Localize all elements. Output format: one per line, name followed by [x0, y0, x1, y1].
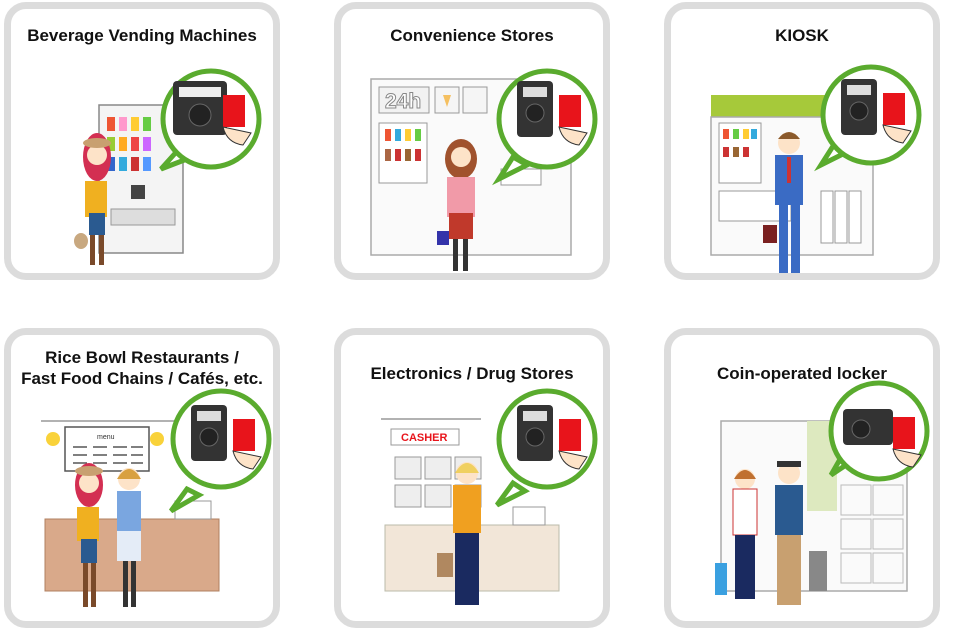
ic-card-icon — [233, 419, 255, 451]
card-electronics-drug-stores: Electronics / Drug Stores CASHER — [334, 328, 610, 628]
card-title: Electronics / Drug Stores — [370, 364, 574, 383]
suitcase-icon — [809, 551, 827, 591]
suitcase-icon — [715, 563, 727, 595]
ic-card-icon — [559, 95, 581, 127]
card-convenience-stores: Convenience Stores 24h — [334, 2, 610, 280]
vending-machine-scene — [74, 68, 262, 265]
24h-sign: 24h — [385, 90, 421, 113]
locker-scene — [715, 380, 930, 605]
card-title: Beverage Vending Machines — [27, 26, 257, 45]
woman-figure — [437, 462, 481, 605]
woman-figure — [437, 139, 477, 271]
card-coin-locker: Coin-operated locker — [664, 328, 940, 628]
drink-bottles — [107, 117, 151, 171]
menu-label: menu — [97, 434, 115, 441]
lamp-icon — [46, 432, 60, 446]
electronics-store-scene: CASHER — [381, 388, 598, 605]
cashier-sign — [390, 428, 460, 446]
woman-figure — [75, 463, 103, 607]
convenience-store-scene: 24h — [370, 68, 598, 271]
card-vending-machines: Beverage Vending Machines — [4, 2, 280, 280]
card-title: Coin-operated locker — [716, 364, 888, 383]
man-figure — [775, 461, 827, 605]
card-kiosk: KIOSK — [664, 2, 940, 280]
cashier-sign-label: CASHER — [401, 432, 448, 444]
kiosk-scene — [710, 64, 922, 273]
speech-bubble-tail — [494, 479, 530, 508]
ic-card-icon — [223, 95, 245, 127]
card-title-line-1: Rice Bowl Restaurants / — [45, 348, 239, 367]
woman-figure — [715, 469, 758, 599]
speech-bubble-tail — [168, 485, 205, 514]
card-title-line-2: Fast Food Chains / Cafés, etc. — [21, 369, 263, 388]
ic-card-icon — [893, 417, 915, 449]
card-title: KIOSK — [775, 26, 829, 45]
restaurant-scene: menu — [41, 388, 272, 607]
card-reader-icon — [131, 185, 145, 199]
ic-card-icon — [559, 419, 581, 451]
cups-stack — [820, 190, 862, 244]
businessman-figure — [763, 132, 803, 273]
card-restaurants: Rice Bowl Restaurants / Fast Food Chains… — [4, 328, 280, 628]
lamp-icon — [150, 432, 164, 446]
store-shelf — [378, 122, 428, 184]
woman-figure — [74, 133, 111, 265]
card-title: Convenience Stores — [390, 26, 554, 45]
ic-card-icon — [883, 93, 905, 125]
woman-figure — [117, 468, 141, 607]
